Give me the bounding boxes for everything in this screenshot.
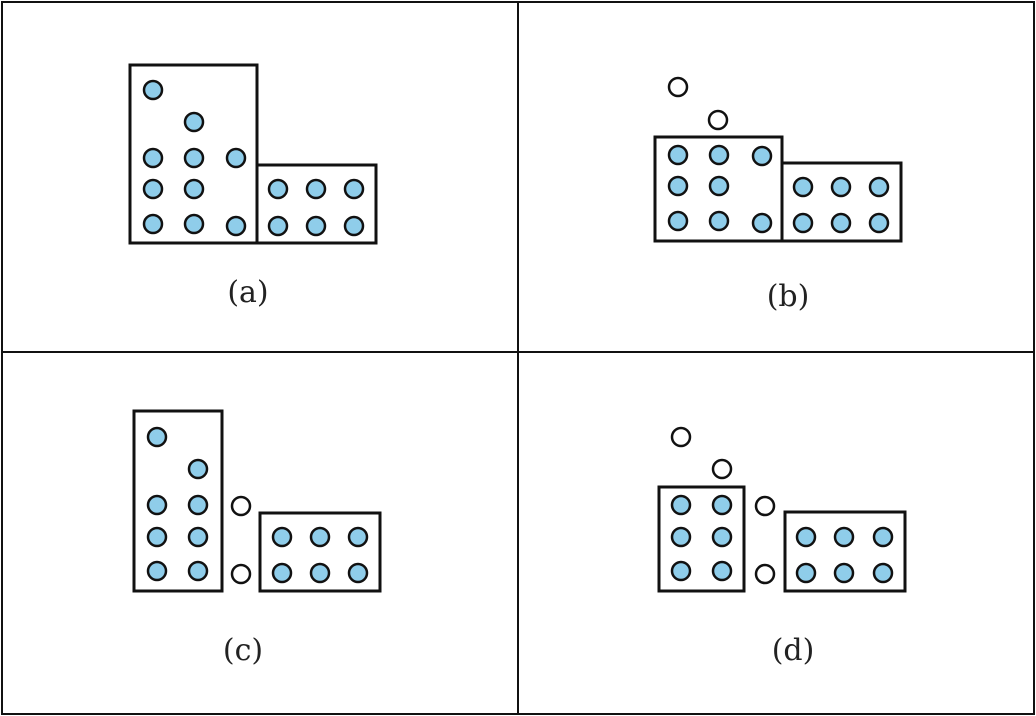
filled-dot — [187, 560, 209, 582]
filled-dot — [670, 494, 692, 516]
filled-dot — [183, 213, 205, 235]
filled-dot — [271, 526, 293, 548]
filled-dot — [667, 144, 689, 166]
filled-dot — [347, 526, 369, 548]
wide-box — [258, 511, 382, 593]
filled-dot — [830, 212, 852, 234]
filled-dot — [795, 526, 817, 548]
filled-dot — [225, 215, 247, 237]
filled-dot — [708, 144, 730, 166]
filled-dot — [271, 562, 293, 584]
filled-dot — [225, 147, 247, 169]
filled-dot — [751, 145, 773, 167]
panel-label-a: (a) — [227, 275, 268, 310]
filled-dot — [267, 178, 289, 200]
filled-dot — [711, 560, 733, 582]
wide-box — [780, 161, 903, 243]
filled-dot — [142, 79, 164, 101]
panel-a — [128, 63, 378, 245]
filled-dot — [142, 147, 164, 169]
hollow-dot — [754, 495, 776, 517]
filled-dot — [187, 494, 209, 516]
filled-dot — [833, 526, 855, 548]
hollow-dot — [667, 76, 689, 98]
hollow-dot — [754, 563, 776, 585]
filled-dot — [868, 176, 890, 198]
wide-box — [255, 163, 378, 245]
filled-dot — [868, 212, 890, 234]
filled-dot — [305, 215, 327, 237]
filled-dot — [146, 560, 168, 582]
filled-dot — [670, 560, 692, 582]
filled-dot — [795, 562, 817, 584]
filled-dot — [343, 215, 365, 237]
filled-dot — [711, 494, 733, 516]
filled-dot — [305, 178, 327, 200]
filled-dot — [343, 178, 365, 200]
filled-dot — [187, 526, 209, 548]
filled-dot — [792, 176, 814, 198]
panel-label-c: (c) — [223, 633, 263, 668]
filled-dot — [183, 111, 205, 133]
filled-dot — [146, 494, 168, 516]
square-box — [657, 485, 746, 593]
filled-dot — [708, 175, 730, 197]
filled-dot — [751, 212, 773, 234]
tall-box — [128, 63, 259, 245]
filled-dot — [711, 526, 733, 548]
panel-label-b: (b) — [767, 279, 810, 314]
filled-dot — [142, 213, 164, 235]
filled-dot — [670, 526, 692, 548]
filled-dot — [347, 562, 369, 584]
filled-dot — [187, 458, 209, 480]
filled-dot — [267, 215, 289, 237]
filled-dot — [183, 147, 205, 169]
filled-dot — [142, 178, 164, 200]
hollow-dot — [707, 109, 729, 131]
filled-dot — [146, 426, 168, 448]
hollow-dot — [230, 563, 252, 585]
filled-dot — [146, 526, 168, 548]
filled-dot — [183, 178, 205, 200]
hollow-dot — [230, 495, 252, 517]
filled-dot — [667, 175, 689, 197]
filled-dot — [667, 210, 689, 232]
filled-dot — [833, 562, 855, 584]
hollow-dot — [670, 426, 692, 448]
panel-d — [657, 426, 907, 593]
filled-dot — [792, 212, 814, 234]
filled-dot — [830, 176, 852, 198]
panel-b — [653, 76, 903, 243]
filled-dot — [872, 526, 894, 548]
filled-dot — [708, 210, 730, 232]
tall-box — [132, 409, 224, 593]
panel-c — [132, 409, 382, 593]
filled-dot — [872, 562, 894, 584]
filled-dot — [309, 526, 331, 548]
panel-label-d: (d) — [772, 633, 815, 668]
filled-dot — [309, 562, 331, 584]
wide-box — [783, 510, 907, 593]
hollow-dot — [711, 458, 733, 480]
